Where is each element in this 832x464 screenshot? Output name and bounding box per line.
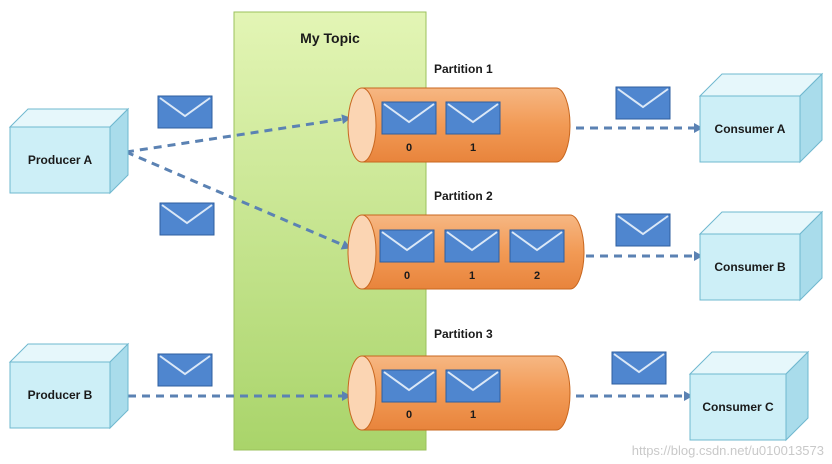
offset-label: 1 <box>469 270 475 282</box>
message-envelope-icon <box>445 101 501 135</box>
cube-front <box>699 95 801 163</box>
message-envelope-icon <box>445 369 501 403</box>
producer-b: Producer B <box>8 342 130 430</box>
cube-front <box>699 233 801 301</box>
offset-label: 2 <box>534 270 540 282</box>
partition-cylinder-end <box>347 355 377 431</box>
offset-label: 0 <box>406 409 412 421</box>
consumer-a-label: Consumer A <box>715 122 786 136</box>
message-envelope-icon <box>611 351 667 385</box>
consumer-a: Consumer A <box>698 72 824 164</box>
message-envelope-icon <box>157 95 213 129</box>
flow-arrows <box>125 114 703 401</box>
producer-b-label: Producer B <box>28 388 93 402</box>
producer-a-label: Producer A <box>28 153 93 167</box>
cube-front <box>689 373 787 441</box>
consumer-c-label: Consumer C <box>702 400 774 414</box>
message-envelope-icon <box>615 86 671 120</box>
partition-1-label: Partition 1 <box>434 62 493 76</box>
message-envelope-icon <box>381 369 437 403</box>
partition-cylinder-end <box>347 87 377 163</box>
cube-top <box>8 343 130 363</box>
partition-3-label: Partition 3 <box>434 327 493 341</box>
cube-top <box>8 108 130 128</box>
message-envelope-icon <box>157 353 213 387</box>
message-envelope-icon <box>444 229 500 263</box>
arrow-producer-a-partition-1 <box>125 114 351 154</box>
consumer-b: Consumer B <box>698 210 824 302</box>
offset-label: 1 <box>470 409 476 421</box>
message-envelope-icon <box>509 229 565 263</box>
consumer-b-label: Consumer B <box>714 260 786 274</box>
arrow-producer-a-partition-2 <box>125 150 351 250</box>
offset-label: 0 <box>404 270 410 282</box>
partition-2-label: Partition 2 <box>434 189 493 203</box>
message-envelope-icon <box>381 101 437 135</box>
partition-2: Partition 2 0 1 2 <box>347 189 585 290</box>
message-envelope-icon <box>159 202 215 236</box>
watermark: https://blog.csdn.net/u010013573 <box>631 443 824 458</box>
cube-front <box>9 126 111 194</box>
partition-3: Partition 3 0 1 <box>347 327 571 431</box>
partition-cylinder-end <box>347 214 377 290</box>
topic-title: My Topic <box>300 30 360 46</box>
message-envelope-icon <box>615 213 671 247</box>
consumer-c: Consumer C <box>688 350 810 442</box>
offset-label: 1 <box>470 142 476 154</box>
cube-front <box>9 361 111 429</box>
message-envelope-icon <box>379 229 435 263</box>
producer-a: Producer A <box>8 107 130 195</box>
offset-label: 0 <box>406 142 412 154</box>
partition-1: Partition 1 0 1 <box>347 62 571 163</box>
